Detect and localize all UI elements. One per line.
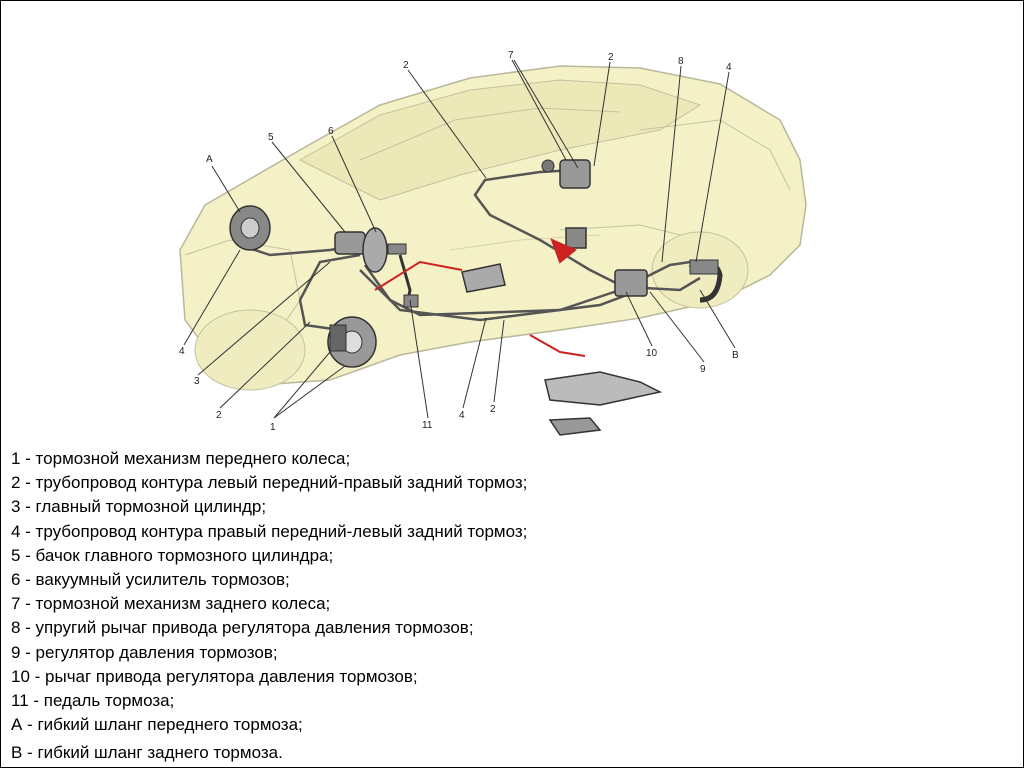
legend-item: В - гибкий шланг заднего тормоза. [11,743,283,763]
callout-7: 7 [508,50,514,61]
callout-4-left: 4 [179,346,185,357]
callout-11: 11 [422,420,433,431]
callout-5: 5 [268,132,274,143]
pedal-bracket-parts [544,371,663,436]
small-bracket [565,227,587,249]
callout-A: A [206,154,213,165]
pedal-icon [398,254,419,308]
front-wheel-brake-left [229,205,271,251]
legend-list: 1 - тормозной механизм переднего колеса;… [11,447,1011,766]
callout-2-right: 2 [608,52,614,63]
legend-item: 11 - педаль тормоза; [11,691,175,711]
callout-2-bottom: 2 [490,404,496,415]
legend-item: 2 - трубопровод контура левый передний-п… [11,473,528,493]
callout-4-right: 4 [726,62,732,73]
brake-system-diagram: A 5 6 2 7 2 8 4 4 3 2 1 11 4 2 10 9 B [179,50,807,436]
callout-10: 10 [646,348,658,359]
brake-disc-icon [327,316,377,368]
legend-item: А - гибкий шланг переднего тормоза; [11,715,303,735]
callout-8: 8 [678,56,684,67]
legend-item: 3 - главный тормозной цилиндр; [11,497,267,517]
callout-9: 9 [700,364,706,375]
leader-lines [183,59,736,419]
legend-item: 6 - вакуумный усилитель тормозов; [11,570,290,590]
rear-brake-upper [541,159,591,189]
legend-item: 10 - рычаг привода регулятора давления т… [11,666,418,686]
callout-2-top: 2 [403,60,409,71]
legend-item: 5 - бачок главного тормозного цилиндра; [11,545,334,565]
legend-item: 8 - упругий рычаг привода регулятора дав… [11,618,474,638]
legend-item: 4 - трубопровод контура правый передний-… [11,521,528,541]
legend-item: 1 - тормозной механизм переднего колеса; [11,449,351,468]
assembly-arrows [374,238,586,357]
callout-2-left: 2 [216,410,222,421]
callout-B: B [732,350,739,361]
master-cylinder-icon [334,227,407,273]
brake-drum-icon [688,259,723,303]
mounting-block [461,263,506,293]
callout-1: 1 [270,422,276,433]
legend-item: 7 - тормозной механизм заднего колеса; [11,594,331,614]
callout-4-bottom: 4 [459,410,465,421]
callout-3: 3 [194,376,200,387]
legend-item: 9 - регулятор давления тормозов; [11,642,278,662]
car-outline-icon [179,65,807,391]
regulator-icon [614,269,648,297]
callout-6: 6 [328,126,334,137]
